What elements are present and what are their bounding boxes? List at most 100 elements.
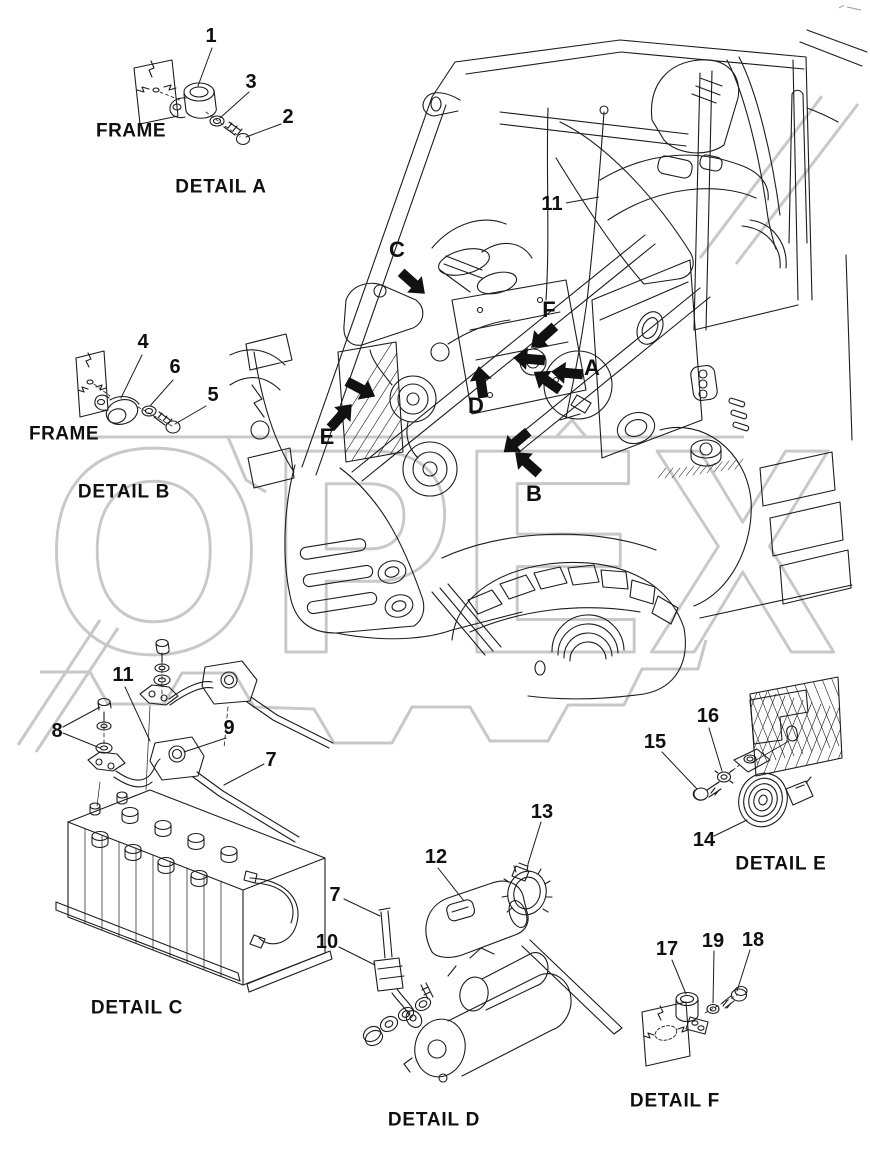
zone-arrow-b	[503, 427, 532, 453]
frame-label-a: FRAME	[95, 120, 167, 142]
zone-arrow-e2	[326, 404, 352, 432]
zone-arrows	[326, 268, 584, 478]
boot-12	[425, 880, 529, 958]
part-label-12: 12	[424, 846, 448, 868]
part-label-4: 4	[137, 331, 149, 353]
battery-caps	[91, 806, 238, 888]
part-label-3: 3	[245, 71, 257, 93]
connector-10	[373, 957, 415, 1016]
part-label-16: 16	[696, 705, 720, 727]
part-label-7c: 7	[265, 749, 277, 771]
detail-b-title: DETAIL B	[77, 481, 171, 503]
zone-label-b: B	[526, 481, 542, 506]
leader-lines-f	[671, 949, 751, 1004]
detail-d-drawing	[338, 821, 623, 1083]
zone-label-c: C	[389, 237, 405, 262]
zone-arrow-a2	[533, 370, 563, 395]
leader-lines-d	[338, 821, 542, 966]
watermark-graphics: OPEX	[16, 95, 860, 753]
clamp-17	[675, 991, 709, 1035]
part-label-10: 10	[315, 931, 339, 953]
part-label-8: 8	[51, 720, 63, 742]
front-wheel	[441, 533, 686, 700]
detail-e-title: DETAIL E	[735, 853, 827, 875]
washer-part-3	[209, 115, 225, 127]
battery-terminals	[89, 791, 128, 816]
leader-lines-b	[120, 354, 207, 425]
stud-hardware	[362, 982, 434, 1047]
frame-plate-b	[75, 350, 109, 418]
bolt-part-5	[153, 411, 181, 434]
zone-label-e: E	[319, 424, 335, 449]
engine-block	[451, 279, 592, 421]
part-label-6: 6	[169, 356, 181, 378]
corner-mark	[838, 4, 862, 11]
detail-e-drawing	[661, 676, 843, 837]
part-label-14: 14	[692, 829, 716, 851]
bolt-15	[692, 781, 722, 801]
part-label-18: 18	[741, 929, 765, 951]
battery-handle	[243, 870, 299, 949]
detail-b-drawing	[75, 350, 207, 434]
terminal-hardware	[87, 638, 179, 772]
washer-19	[706, 1003, 720, 1015]
part-label-15: 15	[643, 731, 667, 753]
nose-grille	[229, 333, 523, 656]
air-cleaner	[431, 219, 533, 295]
engine-pulleys	[369, 319, 511, 497]
leader-lines-e	[661, 727, 748, 837]
part-label-7d: 7	[329, 884, 341, 906]
console	[499, 59, 769, 221]
mesh-panel	[749, 676, 843, 777]
zone-arrow-b2	[515, 452, 543, 478]
leader-lines-c	[62, 686, 265, 786]
battery	[55, 789, 333, 993]
right-side	[659, 219, 853, 619]
frame-plate-a	[133, 59, 179, 125]
watermark-gear	[40, 639, 708, 745]
starter-motor	[403, 939, 623, 1083]
zone-label-a: A	[584, 355, 600, 380]
detail-a-drawing	[133, 47, 282, 146]
radiator	[337, 341, 404, 463]
zone-label-f: F	[542, 297, 556, 322]
expansion-tank	[343, 282, 424, 346]
cable-7d	[378, 907, 393, 959]
battery-rails	[55, 901, 333, 993]
grommet-part-4	[94, 394, 140, 425]
part-label-13: 13	[530, 801, 554, 823]
zone-arrow-c	[397, 268, 425, 294]
panel-bracket	[749, 689, 809, 745]
frame-label-b: FRAME	[28, 423, 100, 445]
part-label-5: 5	[207, 384, 219, 406]
frame-plate-f	[641, 1001, 691, 1067]
hood-panels	[351, 121, 711, 482]
washer-16	[714, 769, 734, 785]
detail-c-drawing	[55, 638, 334, 993]
part-label-19: 19	[701, 930, 725, 952]
zone-arrow-f2	[513, 347, 546, 370]
mirror-arm	[422, 92, 461, 117]
detail-a-title: DETAIL A	[175, 176, 267, 198]
part-label-9: 9	[223, 717, 235, 739]
detail-d-title: DETAIL D	[387, 1109, 481, 1131]
zone-arrow-e	[344, 377, 376, 400]
washer-part-6	[141, 405, 157, 417]
mirror-head	[430, 96, 442, 112]
battery-cables	[96, 654, 334, 843]
zone-arrow-f	[531, 322, 559, 348]
bolt-part-2	[223, 121, 251, 146]
zone-arrow-d	[469, 366, 492, 399]
watermark-text: OPEX	[45, 388, 840, 714]
detail-f-title: DETAIL F	[629, 1090, 721, 1112]
detail-f-drawing	[641, 949, 751, 1067]
part-label-11c: 11	[112, 664, 134, 686]
machine-illustration	[229, 29, 868, 700]
detail-c-title: DETAIL C	[90, 997, 184, 1019]
machine-part-label-11: 11	[541, 193, 563, 215]
zone-arrow-a	[551, 361, 584, 384]
hose-clamp-13	[501, 862, 553, 916]
leader-lines-a	[197, 47, 282, 138]
